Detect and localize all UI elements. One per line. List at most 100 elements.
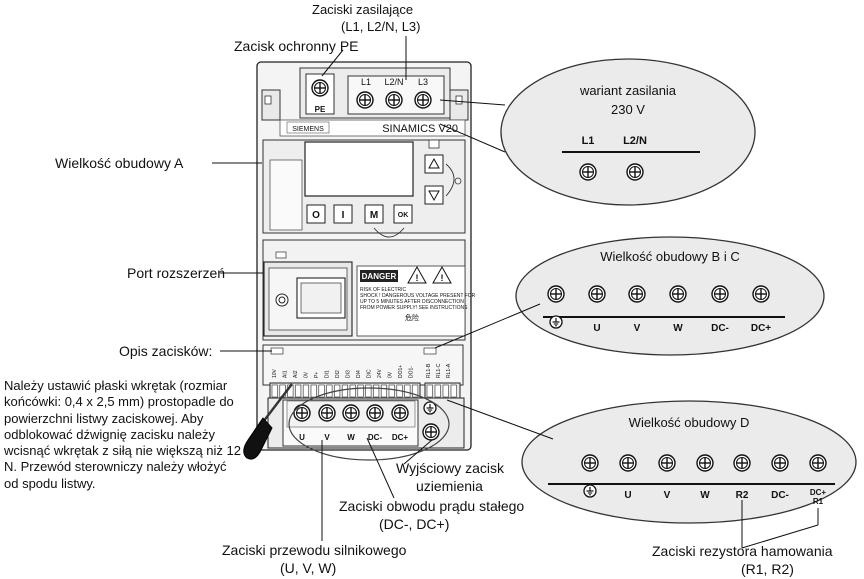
control-terminal-label: DIC <box>367 369 373 378</box>
motor-screw-w-icon <box>342 404 360 422</box>
control-terminal-slot[interactable] <box>326 384 333 398</box>
supply-terminals-label: Zaciski zasilające <box>312 2 414 17</box>
bubble-d-screw-icon <box>809 454 827 472</box>
control-terminal-label: AI2 <box>293 370 299 378</box>
control-terminal-slot[interactable] <box>412 384 419 398</box>
relay-terminal-label: RL1-B <box>426 363 432 378</box>
bubble-d-u-label: U <box>624 490 631 501</box>
supply-terminals-sub: (L1, L2/N, L3) <box>341 19 421 34</box>
motor-u-label: U <box>299 433 305 442</box>
bubble-d-screw-icon <box>696 454 714 472</box>
supply-l3-label: L3 <box>418 77 428 87</box>
control-terminal-slot[interactable] <box>295 384 302 398</box>
control-terminal-slot[interactable] <box>310 384 317 398</box>
model-label: SINAMICS V20 <box>382 123 458 135</box>
bubble-supply-l1-label: L1 <box>582 135 595 147</box>
control-terminal-slot[interactable] <box>271 384 278 398</box>
motor-dcplus-label: DC+ <box>392 433 409 442</box>
key-o-label: O <box>312 210 320 221</box>
ground-symbol-icon <box>423 401 437 415</box>
control-terminal-slot[interactable] <box>373 384 380 398</box>
bubble-d-r2-label: R2 <box>736 490 749 501</box>
control-terminal-label: 24V <box>377 368 383 378</box>
supply-screw-l3-icon <box>414 91 432 109</box>
bubble-d-screw-icon <box>619 454 637 472</box>
control-terminal-slot[interactable] <box>341 384 349 398</box>
supply-screw-l1-icon <box>356 91 374 109</box>
key-m-label: M <box>370 210 378 221</box>
bubble-supply-l1-screw-icon <box>579 163 597 181</box>
motor-screw-v-icon <box>318 404 336 422</box>
bubble-bc-v-label: V <box>634 323 641 334</box>
brake-resistor-label-1: Zaciski rezystora hamowania <box>652 543 833 559</box>
relay-terminal-slot[interactable] <box>426 384 433 398</box>
expansion-port-label: Port rozszerzeń <box>127 265 226 281</box>
control-terminal-slot[interactable] <box>365 384 372 398</box>
control-terminal-slot[interactable] <box>357 384 364 398</box>
bubble-bc-u-label: U <box>593 323 600 334</box>
bubble-d-screw-icon <box>771 454 789 472</box>
brand-label: SIEMENS <box>292 126 324 133</box>
control-terminal-slot[interactable] <box>388 384 395 398</box>
frame-bc-title: Wielkość obudowy B i C <box>600 249 739 264</box>
key-i-label: I <box>342 210 345 221</box>
output-ground-label-2: uziemienia <box>416 478 483 494</box>
control-terminal-slot[interactable] <box>302 384 310 398</box>
supply-l1-label: L1 <box>361 77 371 87</box>
control-terminal-label: 10V <box>272 368 278 378</box>
bubble-d-v-label: V <box>664 490 671 501</box>
control-terminal-label: P+ <box>314 372 320 378</box>
motor-v-label: V <box>324 433 330 442</box>
danger-text-3: UP TO 5 MINUTES AFTER DISCONNECTION <box>360 299 464 305</box>
relay-terminal-slot[interactable] <box>442 384 449 398</box>
bubble-d-screw-icon <box>658 454 676 472</box>
control-terminal-slot[interactable] <box>380 384 388 398</box>
bubble-supply-l2-label: L2/N <box>623 135 647 147</box>
relay-terminal-slot[interactable] <box>450 384 457 398</box>
relay-terminal-label: RL1-A <box>446 363 452 378</box>
control-terminal-label: AI1 <box>283 370 289 378</box>
bubble-bc-dcminus-label: DC- <box>711 323 729 334</box>
bubble-bc-screw-icon <box>711 285 729 303</box>
bubble-d-w-label: W <box>700 490 710 501</box>
bubble-d-ground-icon <box>583 484 597 498</box>
screwdriver-icon <box>243 383 293 460</box>
control-terminal-slot[interactable] <box>349 384 356 398</box>
control-terminal-label: DI4 <box>356 370 362 378</box>
control-terminal-label: 0V <box>388 371 394 378</box>
key-ok-label: OK <box>398 212 409 219</box>
relay-terminal-slot[interactable] <box>434 384 441 398</box>
control-terminal-label: 0V <box>304 371 310 378</box>
danger-text-4: FROM POWER SUPPLY! SEE INSTRUCTIONS <box>360 305 468 311</box>
motor-screw-dcminus-icon <box>366 404 384 422</box>
motor-terminals-label-2: (U, V, W) <box>280 560 337 576</box>
supply-l2-label: L2/N <box>384 77 403 87</box>
motor-screw-u-icon <box>293 404 311 422</box>
danger-text-2: SHOCK ! DANGEROUS VOLTAGE PRESENT FOR <box>360 293 476 299</box>
bubble-d-screw-icon <box>733 454 751 472</box>
bubble-bc-screw-icon <box>752 285 770 303</box>
bubble-bc-ground-icon <box>549 315 563 329</box>
leader-lines <box>212 36 819 549</box>
bubble-bc-dcplus-label: DC+ <box>751 323 771 334</box>
motor-dcminus-label: DC- <box>368 433 383 442</box>
dc-circuit-label-2: (DC-, DC+) <box>379 516 450 532</box>
pe-screw-icon <box>311 79 329 97</box>
control-terminal-label: DI3 <box>346 370 352 378</box>
bubble-bc-screw-icon <box>628 285 646 303</box>
bubble-d-dcminus-label: DC- <box>771 490 789 501</box>
frame-d-bubble <box>521 400 857 524</box>
bubble-d-r1-label: R1 <box>813 497 824 506</box>
bubble-d-dcplus-label: DC+ <box>810 488 827 497</box>
control-terminal-slot[interactable] <box>404 384 411 398</box>
bubble-bc-screw-icon <box>588 285 606 303</box>
danger-text-1: RISK OF ELECTRIC <box>360 287 407 293</box>
motor-w-label: W <box>347 433 355 442</box>
output-ground-label-1: Wyjściowy zacisk <box>396 460 504 476</box>
control-terminal-slot[interactable] <box>318 384 325 398</box>
bubble-d-screw-icon <box>581 454 599 472</box>
control-terminal-label: DO1+ <box>398 365 404 378</box>
pe-label: PE <box>315 105 326 114</box>
